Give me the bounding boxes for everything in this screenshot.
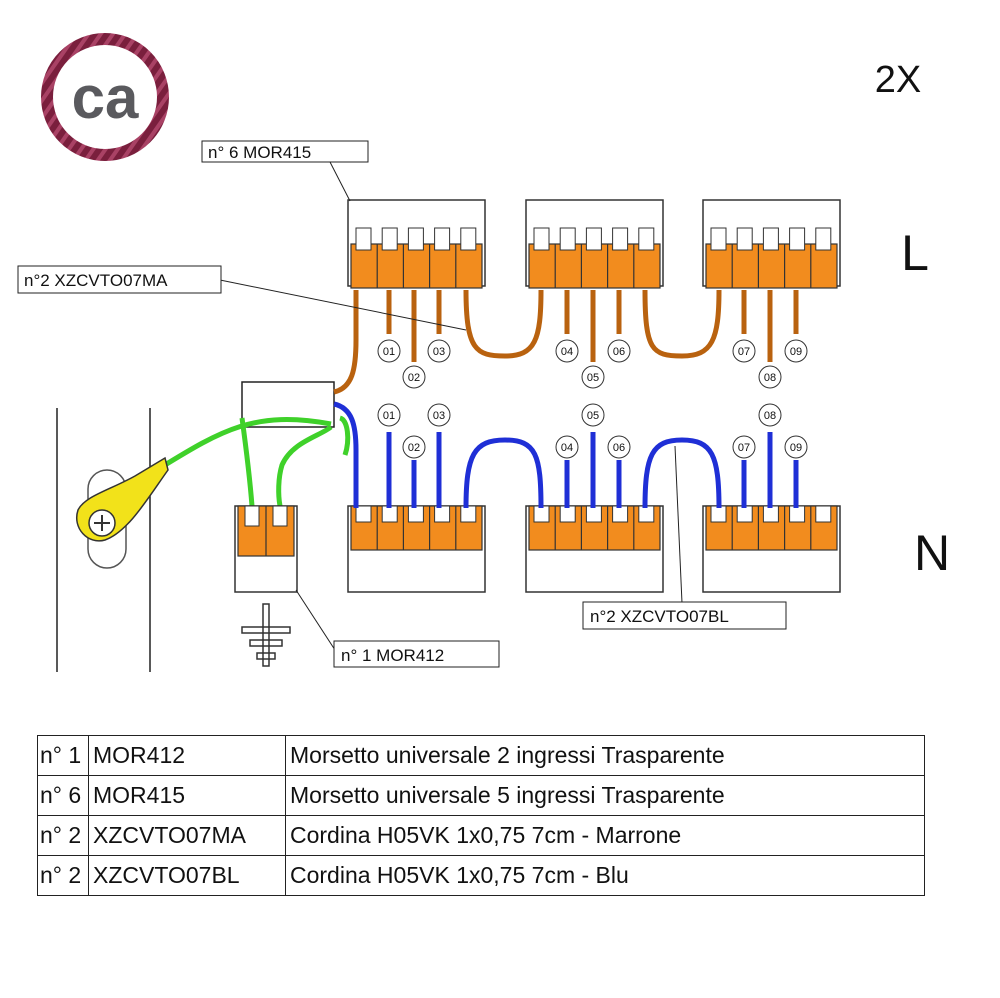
callout-mor415: n° 6 MOR415 <box>201 140 369 163</box>
logo-text: ca <box>72 64 139 131</box>
wire-number: 01 <box>383 346 395 358</box>
l-wire-marker-05: 05 <box>581 365 605 389</box>
wire-number: 02 <box>408 442 420 454</box>
wire-number: 03 <box>433 346 445 358</box>
brown-wires <box>333 289 799 395</box>
wire-number: 09 <box>790 442 802 454</box>
wire-number: 06 <box>613 346 625 358</box>
wire-number: 01 <box>383 410 395 422</box>
l-terminal-3 <box>702 199 841 289</box>
n-wire-marker-03: 03 <box>427 403 451 427</box>
callout-blue-cable-text: n°2 XZCVTO07BL <box>590 607 729 626</box>
l-wire-marker-02: 02 <box>402 365 426 389</box>
n-wire-marker-02: 02 <box>402 435 426 459</box>
l-terminal-2 <box>525 199 664 289</box>
callout-brown-cable-text: n°2 XZCVTO07MA <box>24 271 168 290</box>
n-wire-marker-08: 08 <box>758 403 782 427</box>
wire-number: 04 <box>561 346 573 358</box>
part-description: Cordina H05VK 1x0,75 7cm - Marrone <box>285 815 925 856</box>
callout-brown-cable: n°2 XZCVTO07MA <box>17 265 222 294</box>
l-wire-marker-01: 01 <box>377 339 401 363</box>
wire-number: 08 <box>764 372 776 384</box>
callout-mor415-text: n° 6 MOR415 <box>208 143 311 162</box>
wire-number: 05 <box>587 372 599 384</box>
line-terminals <box>347 199 841 289</box>
l-wire-marker-04: 04 <box>555 339 579 363</box>
part-description: Cordina H05VK 1x0,75 7cm - Blu <box>285 855 925 896</box>
l-wire-marker-06: 06 <box>607 339 631 363</box>
n-wire-marker-09: 09 <box>784 435 808 459</box>
part-description: Morsetto universale 5 ingressi Trasparen… <box>285 775 925 816</box>
callout-blue-cable: n°2 XZCVTO07BL <box>582 601 787 630</box>
n-wire-marker-01: 01 <box>377 403 401 427</box>
wire-number: 02 <box>408 372 420 384</box>
part-description: Morsetto universale 2 ingressi Trasparen… <box>285 735 925 776</box>
n-terminal-2 <box>525 505 664 593</box>
n-wire-marker-04: 04 <box>555 435 579 459</box>
wire-number: 07 <box>738 346 750 358</box>
part-code: MOR415 <box>88 775 286 816</box>
part-qty: n° 1 <box>37 735 89 776</box>
wire-number: 03 <box>433 410 445 422</box>
l-wire-marker-09: 09 <box>784 339 808 363</box>
quantity-multiplier: 2X <box>875 59 921 101</box>
l-wire-marker-08: 08 <box>758 365 782 389</box>
wire-number: 06 <box>613 442 625 454</box>
wall-mount <box>56 408 151 672</box>
n-wire-marker-06: 06 <box>607 435 631 459</box>
wire-number: 09 <box>790 346 802 358</box>
l-wire-marker-03: 03 <box>427 339 451 363</box>
n-terminal-1 <box>347 505 486 593</box>
l-terminal-1 <box>347 199 486 289</box>
part-code: XZCVTO07MA <box>88 815 286 856</box>
earth-connection <box>75 415 351 569</box>
wire-number: 08 <box>764 410 776 422</box>
neutral-label: N <box>914 525 950 581</box>
part-code: MOR412 <box>88 735 286 776</box>
blue-wires <box>333 401 799 509</box>
line-label: L <box>901 225 929 281</box>
wire-number: 07 <box>738 442 750 454</box>
part-qty: n° 6 <box>37 775 89 816</box>
callout-mor412: n° 1 MOR412 <box>333 640 500 668</box>
n-terminal-3 <box>702 505 841 593</box>
l-wire-marker-07: 07 <box>732 339 756 363</box>
wire-number: 04 <box>561 442 573 454</box>
part-code: XZCVTO07BL <box>88 855 286 896</box>
brand-logo: ca <box>41 33 169 161</box>
wire-number: 05 <box>587 410 599 422</box>
callout-leaders <box>219 161 683 651</box>
terminal-mor412 <box>234 505 298 593</box>
part-qty: n° 2 <box>37 815 89 856</box>
part-qty: n° 2 <box>37 855 89 896</box>
n-wire-marker-05: 05 <box>581 403 605 427</box>
callout-mor412-text: n° 1 MOR412 <box>341 646 444 665</box>
ground-symbol <box>241 603 291 667</box>
n-wire-marker-07: 07 <box>732 435 756 459</box>
wire-number-markers: 01 01 02 02 03 03 04 04 05 05 06 06 07 07 08 08 09 09 <box>377 339 808 459</box>
neutral-terminals <box>347 505 841 593</box>
